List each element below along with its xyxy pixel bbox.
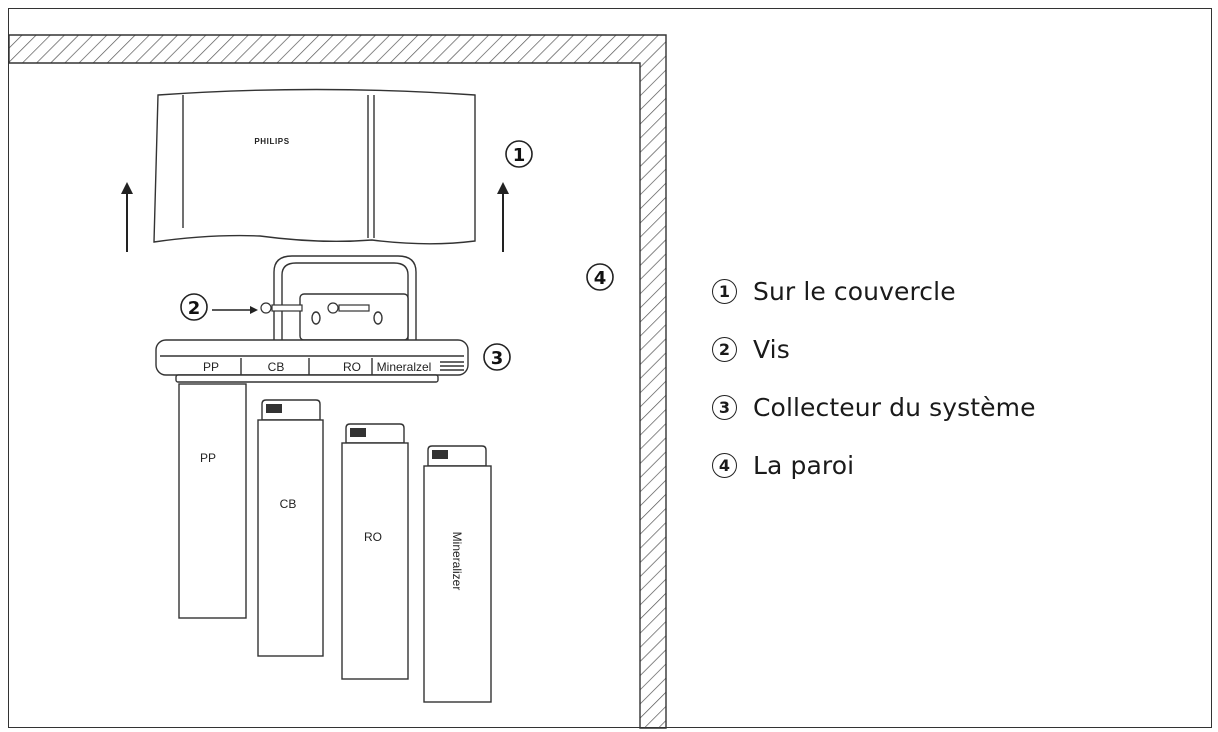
callouts: 1 2 3 4 xyxy=(180,140,614,371)
mounting-bracket xyxy=(273,255,417,341)
callout-3: 3 xyxy=(483,343,511,371)
cartridge-label-mineralizer: Mineralizer xyxy=(450,532,464,591)
cartridge-label-cb: CB xyxy=(280,497,297,511)
system-manifold: PP CB RO Mineralzel xyxy=(155,339,469,383)
cartridge-cb xyxy=(257,419,324,657)
manifold-label-ro: RO xyxy=(343,360,361,374)
legend-text: La paroi xyxy=(753,450,855,480)
legend-item-wall: 4 La paroi xyxy=(712,436,1036,494)
cartridge-pp xyxy=(178,383,247,619)
legend-number: 3 xyxy=(712,394,737,420)
legend-number: 2 xyxy=(712,336,737,362)
svg-text:2: 2 xyxy=(188,298,201,319)
diagram-frame xyxy=(8,8,1212,728)
legend-item-cover: 1 Sur le couvercle xyxy=(712,262,1036,320)
legend-item-manifold: 3 Collecteur du système xyxy=(712,378,1036,436)
legend-text: Sur le couvercle xyxy=(753,276,956,306)
lift-arrows xyxy=(121,182,509,252)
manifold-label-cb: CB xyxy=(268,360,285,374)
manifold-label-pp: PP xyxy=(203,360,219,374)
svg-text:1: 1 xyxy=(513,145,526,166)
manifold-label-mineralizer: Mineralzel xyxy=(377,360,432,374)
svg-text:3: 3 xyxy=(491,348,504,369)
legend-item-screw: 2 Vis xyxy=(712,320,1036,378)
legend-text: Vis xyxy=(753,334,790,364)
cartridge-label-ro: RO xyxy=(364,530,382,544)
callout-2: 2 xyxy=(180,293,258,321)
legend-number: 1 xyxy=(712,278,737,304)
legend-number: 4 xyxy=(712,452,737,478)
wall xyxy=(8,34,667,729)
svg-text:4: 4 xyxy=(594,268,607,289)
callout-1: 1 xyxy=(505,140,533,168)
screws xyxy=(260,302,370,314)
cover: PHILIPS xyxy=(153,88,476,245)
callout-4: 4 xyxy=(586,263,614,291)
brand-text: PHILIPS xyxy=(254,137,289,146)
cartridge-ro xyxy=(341,442,409,680)
legend: 1 Sur le couvercle 2 Vis 3 Collecteur du… xyxy=(712,262,1036,494)
cartridge-label-pp: PP xyxy=(200,451,216,465)
legend-text: Collecteur du système xyxy=(753,392,1036,422)
filter-cartridges: PP CB RO Mineralizer xyxy=(178,383,492,703)
cartridge-mineralizer xyxy=(423,465,492,703)
